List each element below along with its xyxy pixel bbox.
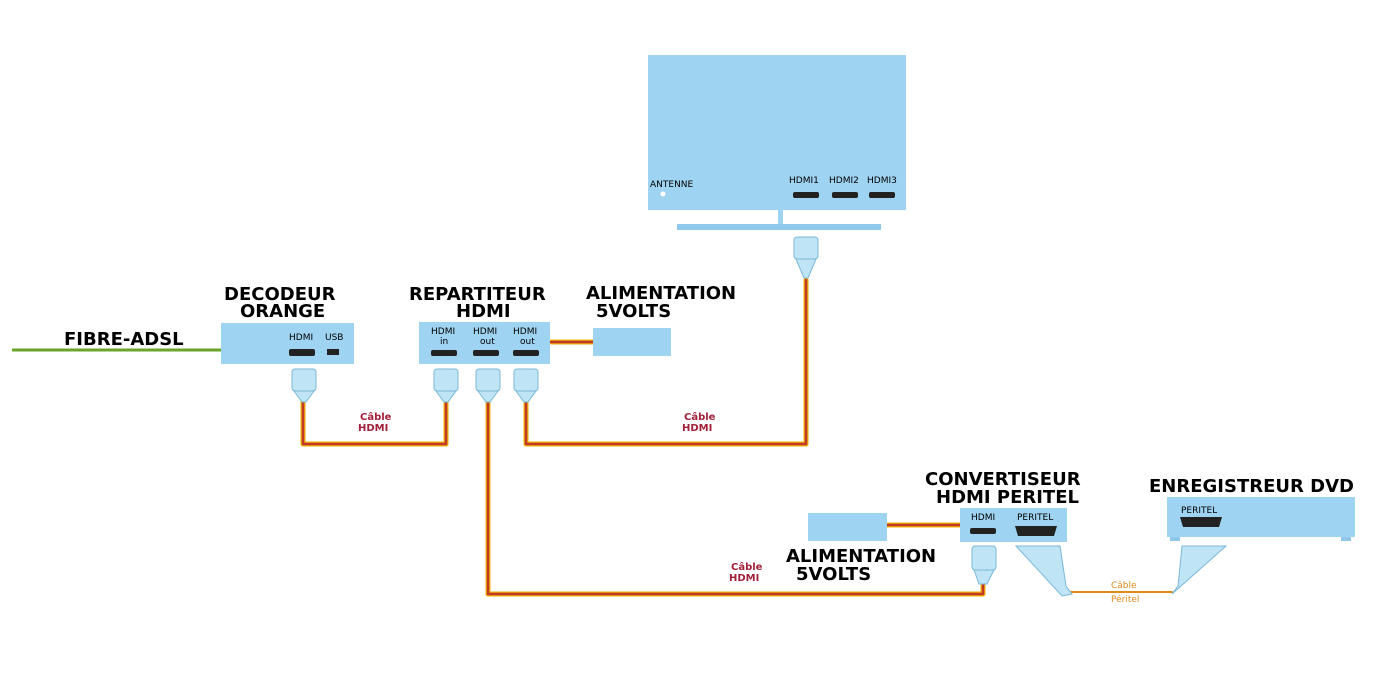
splitter-out1-label-2: out: [480, 337, 495, 347]
hdmi-plug-icon: [793, 236, 819, 279]
dvd-recorder-box: PERITEL: [1167, 497, 1355, 541]
power-1-title-1: ALIMENTATION: [586, 283, 736, 304]
peritel-connectors: [1014, 545, 1228, 597]
hdmi-plug-icon: [513, 368, 539, 403]
hdmi-port-icon: [869, 192, 895, 198]
splitter-title-2: HDMI: [456, 301, 511, 322]
hdmi-cables: [300, 277, 1173, 597]
splitter-box: HDMI in HDMI out HDMI out: [419, 322, 550, 364]
tv-screen: [648, 55, 906, 210]
cable-label-2-l2: HDMI: [682, 423, 712, 434]
splitter-out2-label: HDMI: [513, 327, 537, 337]
splitter-in-label: HDMI: [431, 327, 455, 337]
tv: ANTENNE HDMI1 HDMI2 HDMI3: [648, 55, 906, 230]
hdmi-port-icon: [513, 350, 539, 356]
peritel-plug-icon: [1171, 545, 1228, 595]
peritel-plug-icon: [1014, 545, 1073, 597]
decoder-title-2: ORANGE: [240, 301, 325, 322]
peritel-cable-label-l1: Câble: [1111, 581, 1137, 591]
decoder-hdmi-label: HDMI: [289, 333, 313, 343]
hdmi-port-icon: [473, 350, 499, 356]
decoder-title-1: DECODEUR: [224, 284, 336, 305]
converter-title-2: HDMI PERITEL: [936, 487, 1079, 508]
decoder-box: HDMI USB: [221, 323, 354, 364]
cable-label-2-l1: Câble: [684, 411, 716, 423]
converter-hdmi-label: HDMI: [971, 513, 995, 523]
peritel-port-icon: [1015, 526, 1057, 536]
peritel-cable-label-l2: Péritel: [1111, 594, 1139, 605]
hdmi-port-icon: [970, 528, 996, 534]
converter-peritel-label: PERITEL: [1017, 513, 1053, 523]
hdmi-port-icon: [832, 192, 858, 198]
tv-stand: [677, 224, 881, 230]
dvd-title: ENREGISTREUR DVD: [1149, 476, 1354, 497]
hdmi-plug-icon: [433, 368, 459, 403]
hdmi-port-icon: [793, 192, 819, 198]
converter-box: HDMI PERITEL: [960, 508, 1067, 542]
converter-title-1: CONVERTISEUR: [925, 469, 1081, 490]
dvd-peritel-label: PERITEL: [1181, 506, 1217, 516]
decoder-usb-label: USB: [325, 333, 343, 343]
hdmi-port-icon: [431, 350, 457, 356]
hdmi-plug-icon: [475, 368, 501, 403]
tv-hdmi1-label: HDMI1: [789, 176, 819, 186]
cable-label-1-l1: Câble: [360, 411, 392, 423]
cable-label-3-l1: Câble: [731, 561, 763, 573]
power-1-title-2: 5VOLTS: [596, 301, 671, 322]
cable-label-1-l2: HDMI: [358, 423, 388, 434]
power-supply-2: [808, 513, 887, 541]
usb-port-icon: [327, 349, 339, 355]
splitter-out1-label: HDMI: [473, 327, 497, 337]
tv-antenne-label: ANTENNE: [650, 180, 694, 190]
hdmi-plug-icon: [291, 368, 317, 403]
hdmi-plug-icon: [971, 545, 997, 585]
antenna-port-icon: [660, 191, 666, 197]
power-supply-1: [593, 328, 671, 356]
splitter-out2-label-2: out: [520, 337, 535, 347]
splitter-in-label-2: in: [440, 337, 448, 347]
splitter-title-1: REPARTITEUR: [409, 284, 546, 305]
fibre-label: FIBRE-ADSL: [64, 329, 184, 350]
peritel-port-icon: [1180, 517, 1222, 527]
power-2-title-2: 5VOLTS: [796, 564, 871, 585]
tv-hdmi3-label: HDMI3: [867, 176, 897, 186]
cable-label-3-l2: HDMI: [729, 573, 759, 584]
hdmi-port-icon: [289, 349, 315, 356]
tv-hdmi2-label: HDMI2: [829, 176, 859, 186]
hdmi-connectors: [291, 236, 997, 585]
power-2-title-1: ALIMENTATION: [786, 546, 936, 567]
